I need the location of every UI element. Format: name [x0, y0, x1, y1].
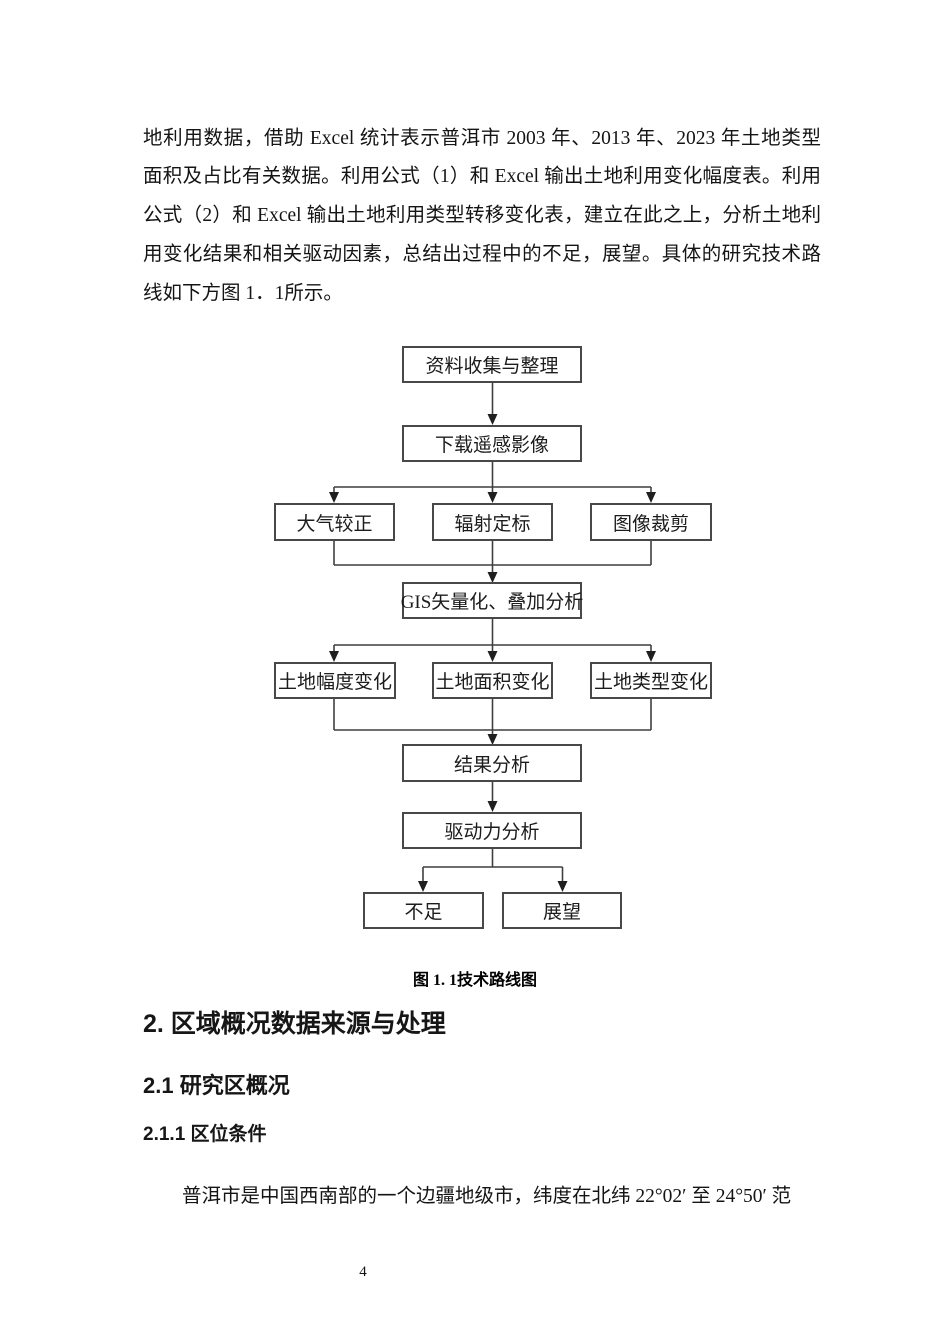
flow-node-land-magnitude-change: 土地幅度变化 — [274, 662, 396, 699]
page-number: 4 — [359, 1264, 367, 1280]
figure-caption: 图 1. 1技术路线图 — [412, 972, 537, 989]
technical-route-flowchart: 资料收集与整理 下载遥感影像 大气较正 辐射定标 图像裁剪 GIS矢量化、叠加分… — [274, 346, 712, 929]
flow-node-image-clipping: 图像裁剪 — [590, 503, 712, 541]
location-paragraph: 普洱市是中国西南部的一个边疆地级市，纬度在北纬 22°02′ 至 24°50′ … — [182, 1185, 792, 1207]
flow-node-gis-overlay-analysis: GIS矢量化、叠加分析 — [401, 582, 583, 619]
flow-node-driving-force-analysis: 驱动力分析 — [402, 812, 582, 849]
flow-node-atmospheric-correction: 大气较正 — [274, 503, 395, 541]
subsection-heading: 2.1 研究区概况 — [143, 1073, 290, 1098]
flow-node-outlook: 展望 — [502, 892, 622, 929]
subsubsection-heading: 2.1.1 区位条件 — [143, 1124, 267, 1145]
flow-node-download-imagery: 下载遥感影像 — [402, 425, 582, 462]
flow-node-result-analysis: 结果分析 — [402, 744, 582, 782]
flow-node-data-collection: 资料收集与整理 — [402, 346, 582, 383]
intro-paragraph: 地利用数据，借助 Excel 统计表示普洱市 2003 年、2013 年、202… — [143, 127, 821, 304]
flow-node-land-area-change: 土地面积变化 — [432, 662, 553, 699]
flow-node-land-type-change: 土地类型变化 — [590, 662, 712, 699]
flow-node-shortcomings: 不足 — [363, 892, 484, 929]
section-heading: 2. 区域概况数据来源与处理 — [143, 1010, 446, 1038]
flow-node-radiometric-calibration: 辐射定标 — [432, 503, 553, 541]
